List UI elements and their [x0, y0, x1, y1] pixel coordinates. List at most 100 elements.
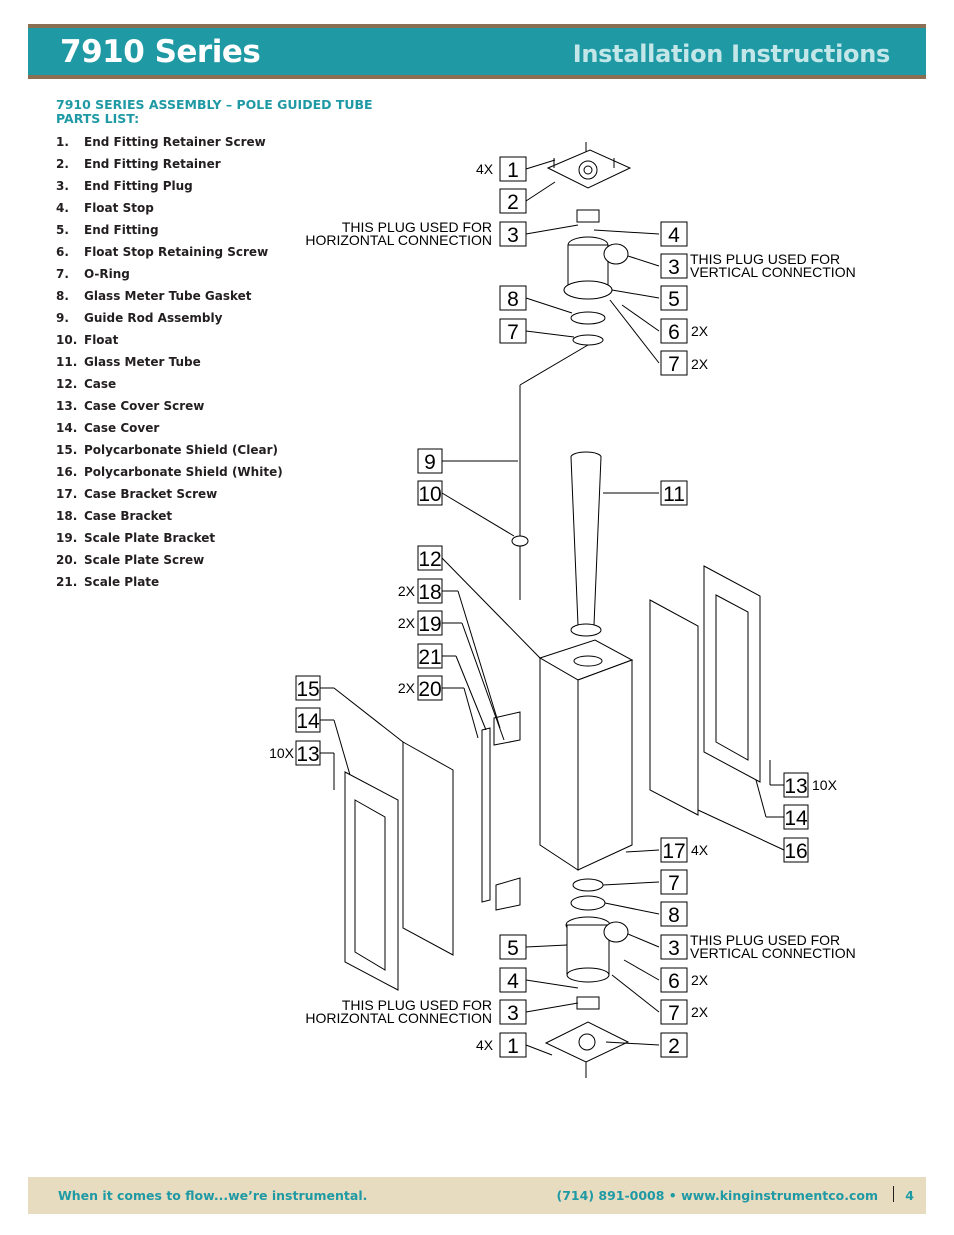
callout-13-left: 13: [295, 740, 321, 766]
vertical-plug-note: THIS PLUG USED FOR: [690, 251, 840, 267]
part-number: 10.: [56, 333, 78, 347]
svg-text:3: 3: [507, 224, 519, 247]
qty-note: 10X: [269, 745, 295, 761]
callout-7-bottom: 7: [660, 869, 688, 895]
callout-3-top-right: 3: [660, 253, 688, 279]
svg-text:3: 3: [668, 256, 680, 279]
exploded-assembly-diagram: 1 2 3 4 3 8 5 7 6 7 9 10 11 12 18 19 21 …: [269, 142, 856, 1078]
part-name: Case Bracket Screw: [84, 487, 218, 501]
list-item: 7.O-Ring: [56, 265, 283, 287]
list-item: 21. Scale Plate: [56, 573, 283, 595]
part-name: Case Cover: [84, 421, 160, 435]
callout-17: 17: [660, 837, 688, 863]
qty-note: 2X: [691, 323, 709, 339]
part-name: Float Stop Retaining Screw: [84, 245, 269, 259]
qty-note: 10X: [812, 777, 838, 793]
part-number: 20.: [56, 553, 78, 567]
qty-note: 2X: [691, 972, 709, 988]
parts-list-heading: PARTS LIST:: [56, 111, 140, 126]
callout-1-bottom: 1: [499, 1032, 527, 1058]
callout-13-right: 13: [783, 772, 809, 798]
part-name: Glass Meter Tube Gasket: [84, 289, 252, 303]
part-number: 8.: [56, 289, 69, 303]
svg-text:1: 1: [507, 1035, 519, 1058]
svg-text:13: 13: [296, 743, 319, 766]
part-name: Case Bracket: [84, 509, 173, 523]
callout-5-bottom: 5: [499, 934, 527, 960]
callout-10: 10: [417, 480, 443, 506]
part-number: 2.: [56, 157, 69, 171]
section-heading: 7910 SERIES ASSEMBLY – POLE GUIDED TUBE …: [56, 98, 416, 126]
footer-tagline: When it comes to flow...we’re instrument…: [58, 1188, 368, 1203]
part-name: End Fitting: [84, 223, 159, 237]
part-number: 14.: [56, 421, 78, 435]
right-case-cover: [649, 599, 699, 816]
callout-2-bottom: 2: [660, 1032, 688, 1058]
part-number: 12.: [56, 377, 78, 391]
part-name: Polycarbonate Shield (Clear): [84, 443, 278, 457]
part-name: Glass Meter Tube: [84, 355, 201, 369]
left-case-cover: [344, 771, 399, 991]
svg-text:14: 14: [296, 710, 320, 733]
callout-3-bottom-right: 3: [660, 934, 688, 960]
svg-text:5: 5: [507, 937, 519, 960]
svg-text:8: 8: [668, 904, 680, 927]
svg-text:14: 14: [784, 807, 808, 830]
callout-7-top-right: 7: [660, 350, 688, 376]
svg-text:5: 5: [668, 288, 680, 311]
part-name: Scale Plate Screw: [84, 553, 205, 567]
qty-note: 4X: [476, 161, 494, 177]
part-name: Polycarbonate Shield (White): [84, 465, 283, 479]
list-item: 19.Scale Plate Bracket: [56, 529, 283, 551]
svg-text:2: 2: [668, 1035, 680, 1058]
list-item: 10.Float: [56, 331, 283, 353]
callout-6-bottom: 6: [660, 967, 688, 993]
svg-text:6: 6: [668, 321, 680, 344]
svg-text:2: 2: [507, 191, 519, 214]
callout-4-bottom: 4: [499, 967, 527, 993]
callout-5-top: 5: [660, 285, 688, 311]
top-end-fitting-retainer: [546, 142, 632, 189]
callout-16: 16: [783, 837, 809, 863]
scale-plate: [481, 711, 521, 911]
callout-3-bottom-left: 3: [499, 999, 527, 1025]
qty-note: 2X: [398, 583, 416, 599]
part-number: 6.: [56, 245, 69, 259]
list-item: 17.Case Bracket Screw: [56, 485, 283, 507]
callout-8-top: 8: [499, 285, 527, 311]
part-number: 21.: [56, 575, 78, 589]
page-header: 7910 Series Installation Instructions: [28, 24, 926, 79]
svg-text:18: 18: [418, 581, 441, 604]
part-name: End Fitting Plug: [84, 179, 193, 193]
part-name: Scale Plate: [84, 575, 160, 589]
qty-note: 4X: [476, 1037, 494, 1053]
list-item: 5. End Fitting: [56, 221, 283, 243]
list-item: 20. Scale Plate Screw: [56, 551, 283, 573]
leader-lines: [320, 159, 785, 1056]
part-number: 11.: [56, 355, 78, 369]
callout-4-top: 4: [660, 221, 688, 247]
qty-note: 2X: [691, 1004, 709, 1020]
part-number: 16.: [56, 465, 78, 479]
svg-text:19: 19: [418, 613, 441, 636]
list-item: 2.End Fitting Retainer: [56, 155, 283, 177]
part-number: 5.: [56, 223, 69, 237]
qty-note: 2X: [398, 680, 416, 696]
series-title: 7910 Series: [60, 34, 261, 70]
part-number: 1.: [56, 135, 69, 149]
parts-list: 1.End Fitting Retainer Screw 2.End Fitti…: [56, 133, 283, 595]
svg-text:7: 7: [668, 1002, 680, 1025]
callout-19: 19: [417, 610, 443, 636]
vertical-plug-note: VERTICAL CONNECTION: [690, 264, 856, 280]
svg-text:13: 13: [784, 775, 807, 798]
part-name: O-Ring: [84, 267, 130, 281]
svg-text:4: 4: [668, 224, 680, 247]
list-item: 8. Glass Meter Tube Gasket: [56, 287, 283, 309]
bottom-end-fitting-retainer: [544, 1021, 630, 1078]
horizontal-plug-note: HORIZONTAL CONNECTION: [305, 232, 492, 248]
glass-meter-tube: [570, 451, 602, 637]
callout-21: 21: [417, 643, 443, 669]
list-item: 4.Float Stop: [56, 199, 283, 221]
svg-text:17: 17: [662, 840, 685, 863]
part-name: Case: [84, 377, 117, 391]
